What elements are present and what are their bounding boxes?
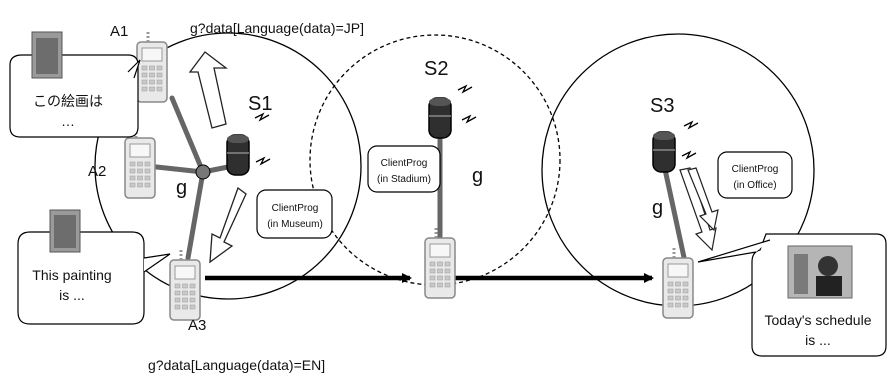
office-arrow-2: [687, 167, 719, 232]
bubble-en-line2: is ...: [59, 287, 85, 303]
label-s2: S2: [424, 58, 448, 80]
bubble-schedule-line1: Today's schedule: [765, 312, 872, 328]
clientprog-museum-line1: ClientProg: [272, 203, 319, 214]
server-s2: [428, 97, 452, 139]
wireless-signal-icon: [457, 85, 473, 93]
clientprog-office-line1: ClientProg: [732, 164, 779, 175]
clientprog-museum-line2: (in Museum): [267, 219, 323, 230]
query-en-label: g?data[Language(data)=EN]: [148, 357, 325, 373]
wireless-signal-icon: [461, 115, 477, 123]
museum-zone-circle: [94, 32, 362, 300]
mobile-phone-a1: [135, 28, 169, 104]
server-s3: [652, 131, 676, 173]
label-s1: S1: [248, 93, 272, 115]
clientprog-office-box: [717, 151, 793, 199]
office-link: [660, 159, 688, 263]
server-s1: [226, 134, 250, 176]
bubble-jp-line2: …: [61, 113, 75, 129]
label-a1: A1: [110, 23, 128, 40]
clientprog-museum-box: [256, 189, 333, 239]
bubble-schedule-line2: is ...: [805, 332, 831, 348]
query-jp-label: g?data[Language(data)=JP]: [190, 20, 364, 36]
label-g-office: g: [652, 197, 663, 219]
mobile-phone-office: [661, 244, 695, 320]
clientprog-stadium-line1: ClientProg: [381, 158, 428, 169]
bubble-en-line1: This painting: [32, 267, 111, 283]
wireless-signal-icon: [255, 157, 271, 165]
mobile-phone-a3: [168, 246, 202, 322]
label-s3: S3: [650, 95, 674, 117]
clientprog-stadium-box: [367, 145, 441, 193]
bubble-schedule: Today's schedule is ...: [697, 233, 887, 357]
label-a3: A3: [188, 317, 206, 334]
download-arrow: [209, 186, 247, 264]
clientprog-office-line2: (in Office): [733, 180, 776, 191]
label-a2: A2: [88, 163, 106, 180]
wireless-signal-icon: [681, 151, 697, 159]
bubble-jp-line1: この絵画は: [33, 93, 103, 109]
bubble-en: This painting is ...: [17, 209, 171, 325]
label-g-museum: g: [176, 177, 187, 199]
clientprog-stadium-line2: (in Stadium): [377, 174, 431, 185]
router-node: [195, 164, 211, 180]
bubble-jp: この絵画は …: [9, 31, 141, 138]
upload-arrow: [188, 51, 228, 129]
wireless-signal-icon: [683, 121, 699, 129]
label-g-stadium: g: [472, 165, 483, 187]
